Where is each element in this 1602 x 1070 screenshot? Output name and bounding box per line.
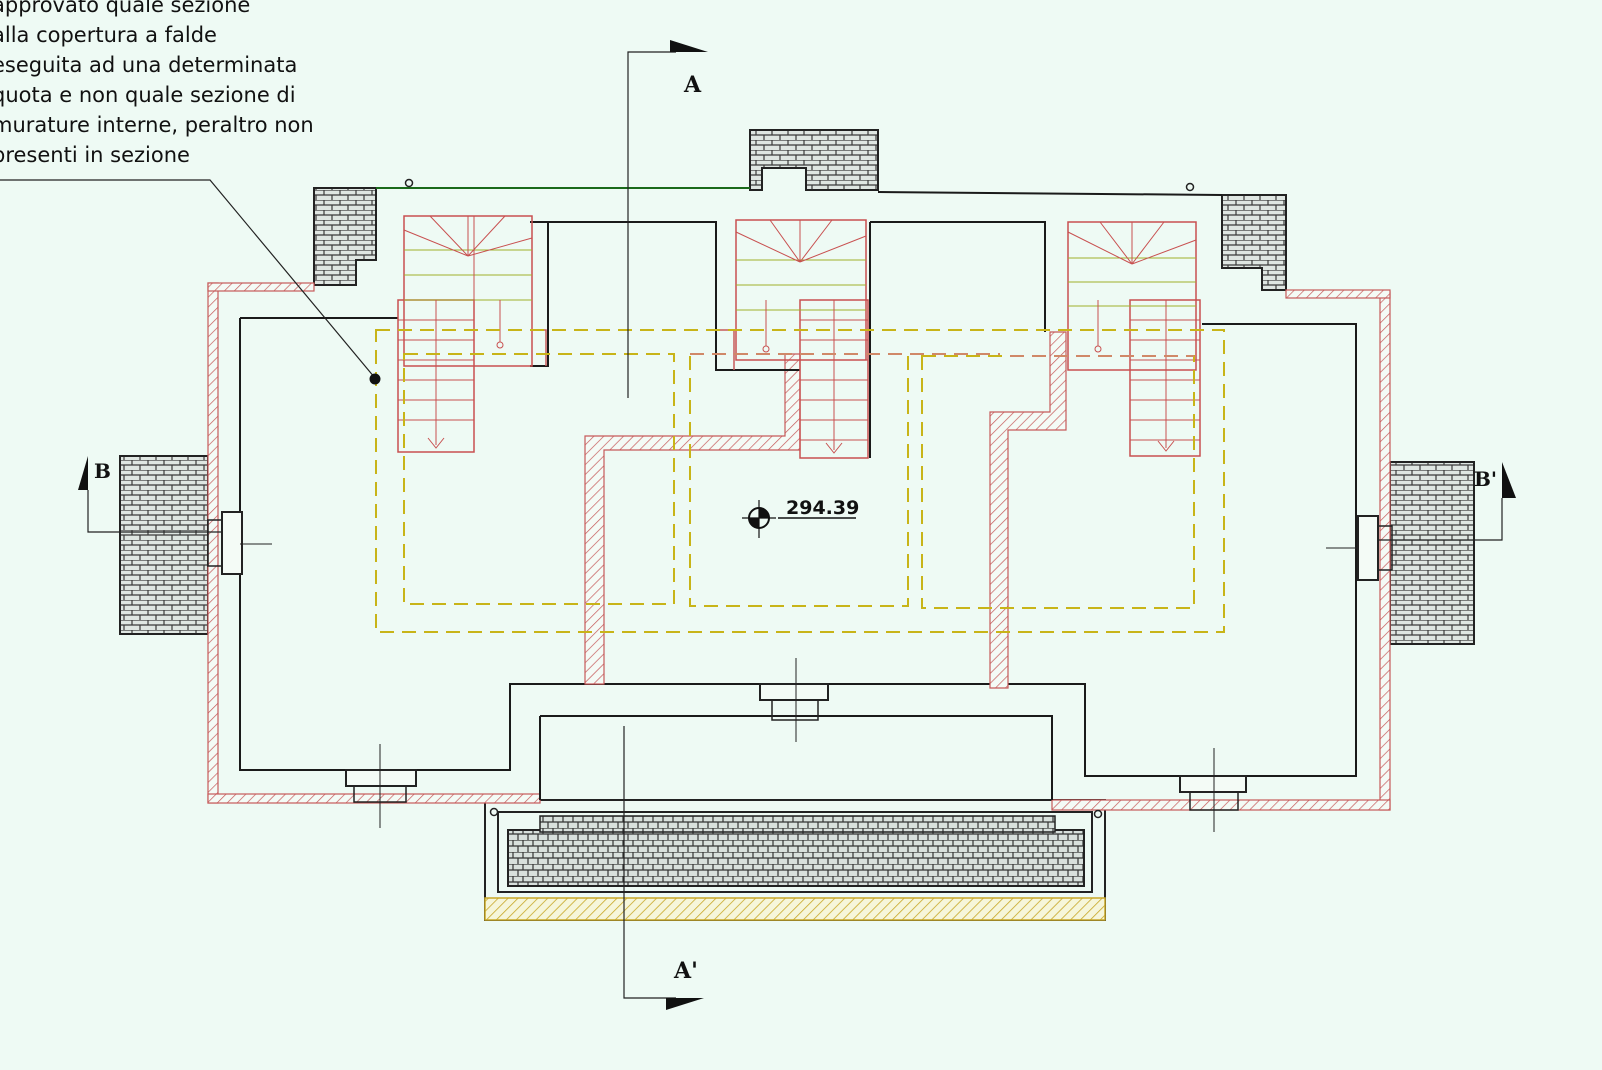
note-line-1: approvato quale sezione — [0, 0, 251, 17]
annotation-leader — [0, 179, 381, 385]
chimney-right — [1389, 461, 1475, 645]
window-left — [207, 511, 272, 575]
roof-projection-dashed — [375, 329, 1225, 633]
window-bottom-left — [345, 744, 417, 828]
exterior-wall — [207, 282, 1391, 811]
chimney-left — [119, 455, 209, 635]
note-line-5: murature interne, peraltro non — [0, 113, 314, 137]
note-line-4: quota e non quale sezione di — [0, 83, 296, 107]
section-label-a-top: A — [683, 72, 702, 98]
section-label-b-right: B' — [1474, 467, 1497, 491]
interior-walls — [530, 221, 1067, 689]
staircase-right — [1067, 221, 1201, 457]
annotation-note: approvato quale sezione alla copertura a… — [0, 0, 332, 170]
chimney-top-right — [1221, 194, 1287, 291]
window-bottom-right — [1179, 748, 1247, 832]
elevation-marker-icon — [742, 500, 856, 538]
note-line-3: eseguita ad una determinata — [0, 53, 298, 77]
chimney-top-left — [313, 187, 377, 286]
chimney-bottom — [484, 799, 1106, 921]
window-bottom-center — [759, 658, 829, 742]
section-line-b — [78, 456, 1516, 541]
section-line-a — [623, 40, 708, 1010]
staircase-left — [397, 215, 533, 453]
bottom-fixtures — [489, 807, 1103, 819]
chimney-top-center — [749, 129, 879, 191]
elevation-value: 294.39 — [786, 497, 859, 519]
window-right — [1326, 515, 1393, 581]
staircase-center — [735, 219, 871, 459]
roof-outline — [376, 178, 1223, 196]
section-label-b-left: B — [94, 459, 111, 483]
note-line-6: presenti in sezione — [0, 143, 190, 167]
section-label-a-bottom: A' — [673, 958, 698, 984]
note-line-2: alla copertura a falde — [0, 23, 217, 47]
